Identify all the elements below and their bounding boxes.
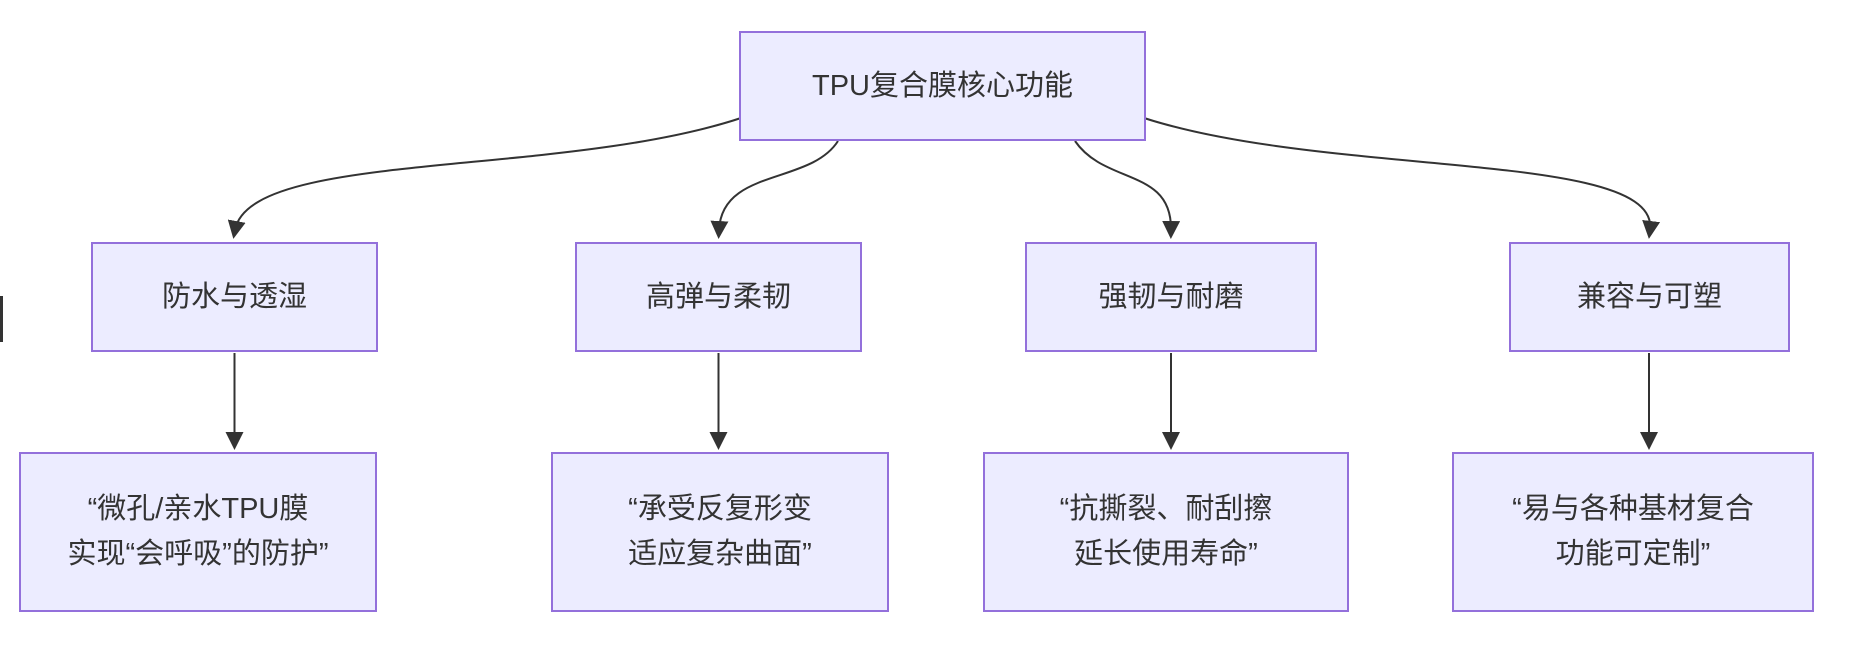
quote-line-2: 延长使用寿命” [1074,538,1258,570]
quote-line-1: “承受反复形变 [628,493,812,526]
node-branch-label: 高弹与柔韧 [645,280,791,313]
quote-line-2: 实现“会呼吸”的防护” [67,538,329,570]
node-branch-tough-wear-resistant: 强韧与耐磨 [1025,242,1317,352]
node-quote-waterproof: “微孔/亲水TPU膜 实现“会呼吸”的防护” [19,452,377,612]
node-quote-tough: “抗撕裂、耐刮擦 延长使用寿命” [983,452,1349,612]
node-branch-label: 强韧与耐磨 [1098,280,1244,313]
node-root-tpu-core-function: TPU复合膜核心功能 [739,31,1146,141]
node-branch-label: 防水与透湿 [161,280,307,313]
left-edge-artifact [0,296,3,342]
edge-root-to-compatible [1143,117,1661,239]
quote-line-2: 适应复杂曲面” [628,538,812,570]
node-root-label: TPU复合膜核心功能 [811,69,1073,102]
node-quote-compatible: “易与各种基材复合 功能可定制” [1452,452,1814,612]
edge-root-to-elastic [710,140,839,239]
node-branch-waterproof-breathable: 防水与透湿 [91,242,378,352]
quote-line-1: “微孔/亲水TPU膜 [87,493,309,526]
quote-line-1: “易与各种基材复合 [1512,493,1754,526]
node-branch-compatible-moldable: 兼容与可塑 [1509,242,1790,352]
node-quote-elastic: “承受反复形变 适应复杂曲面” [551,452,889,612]
edge-root-to-tough [1074,140,1181,239]
edge-root-to-waterproof [227,117,742,239]
quote-line-1: “抗撕裂、耐刮擦 [1059,493,1273,526]
node-branch-label: 兼容与可塑 [1576,280,1722,313]
node-branch-elastic-flexible: 高弹与柔韧 [575,242,862,352]
quote-line-2: 功能可定制” [1555,538,1711,570]
